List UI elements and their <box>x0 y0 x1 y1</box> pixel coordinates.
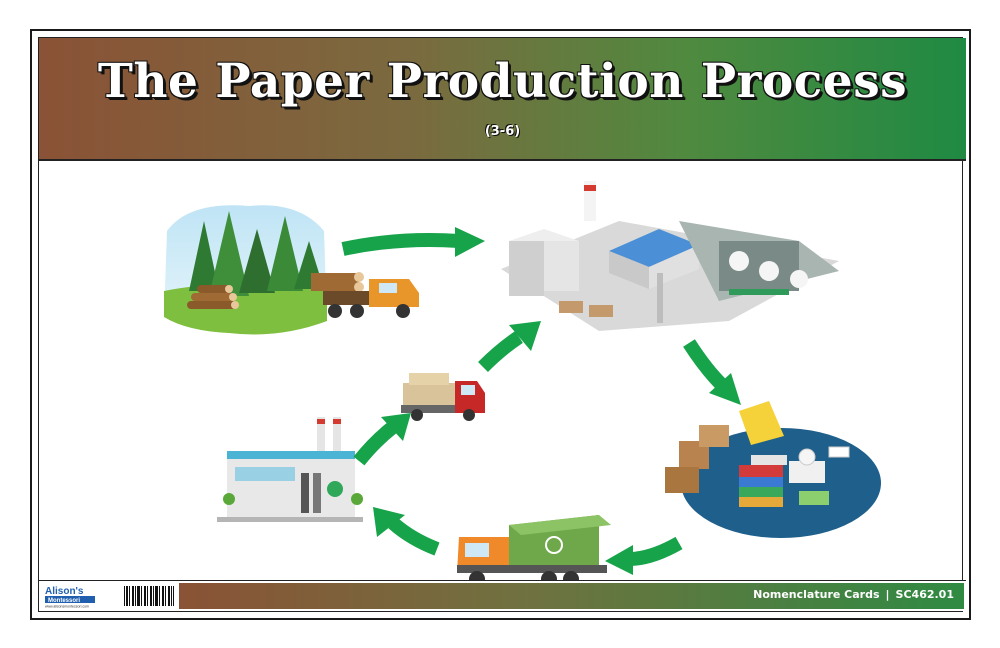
log-truck-icon <box>311 272 419 318</box>
age-range-subtitle: (3-6) <box>484 124 521 139</box>
svg-text:Alison's: Alison's <box>45 586 84 597</box>
arrow-plant-to-delivery <box>353 413 411 466</box>
arrow-delivery-to-mill <box>478 321 541 372</box>
process-diagram <box>164 181 881 581</box>
arrow-products-to-truck <box>605 536 683 575</box>
arrow-mill-to-products <box>683 339 741 405</box>
footer-band: Nomenclature Cards | SC462.01 <box>179 583 964 609</box>
svg-text:Montessori: Montessori <box>48 598 80 604</box>
cards-label: Nomenclature Cards <box>753 588 880 601</box>
product-code: SC462.01 <box>895 588 954 601</box>
footer-separator: | <box>885 588 890 601</box>
recycling-plant-icon <box>217 417 363 522</box>
svg-text:www.alisonsmontessori.com: www.alisonsmontessori.com <box>45 605 89 609</box>
page-title: The Paper Production Process <box>97 54 908 109</box>
arrow-truck-to-plant <box>373 507 440 556</box>
footer-label: Nomenclature Cards | SC462.01 <box>753 588 954 601</box>
garbage-truck-icon <box>457 515 611 581</box>
paper-products-icon <box>665 401 881 538</box>
arrow-forest-to-mill <box>341 227 485 257</box>
alisons-montessori-logo: Alison's Montessori www.alisonsmontessor… <box>43 584 117 608</box>
nomenclature-card: The Paper Production Process (3-6) <box>30 29 971 620</box>
barcode <box>123 585 175 607</box>
footer-bar: Alison's Montessori www.alisonsmontessor… <box>39 580 966 611</box>
title-banner: The Paper Production Process (3-6) <box>39 38 966 161</box>
card-inner-frame: The Paper Production Process (3-6) <box>38 37 966 612</box>
delivery-truck-icon <box>401 373 485 421</box>
factory-icon <box>501 181 839 331</box>
forest-icon <box>164 205 327 335</box>
